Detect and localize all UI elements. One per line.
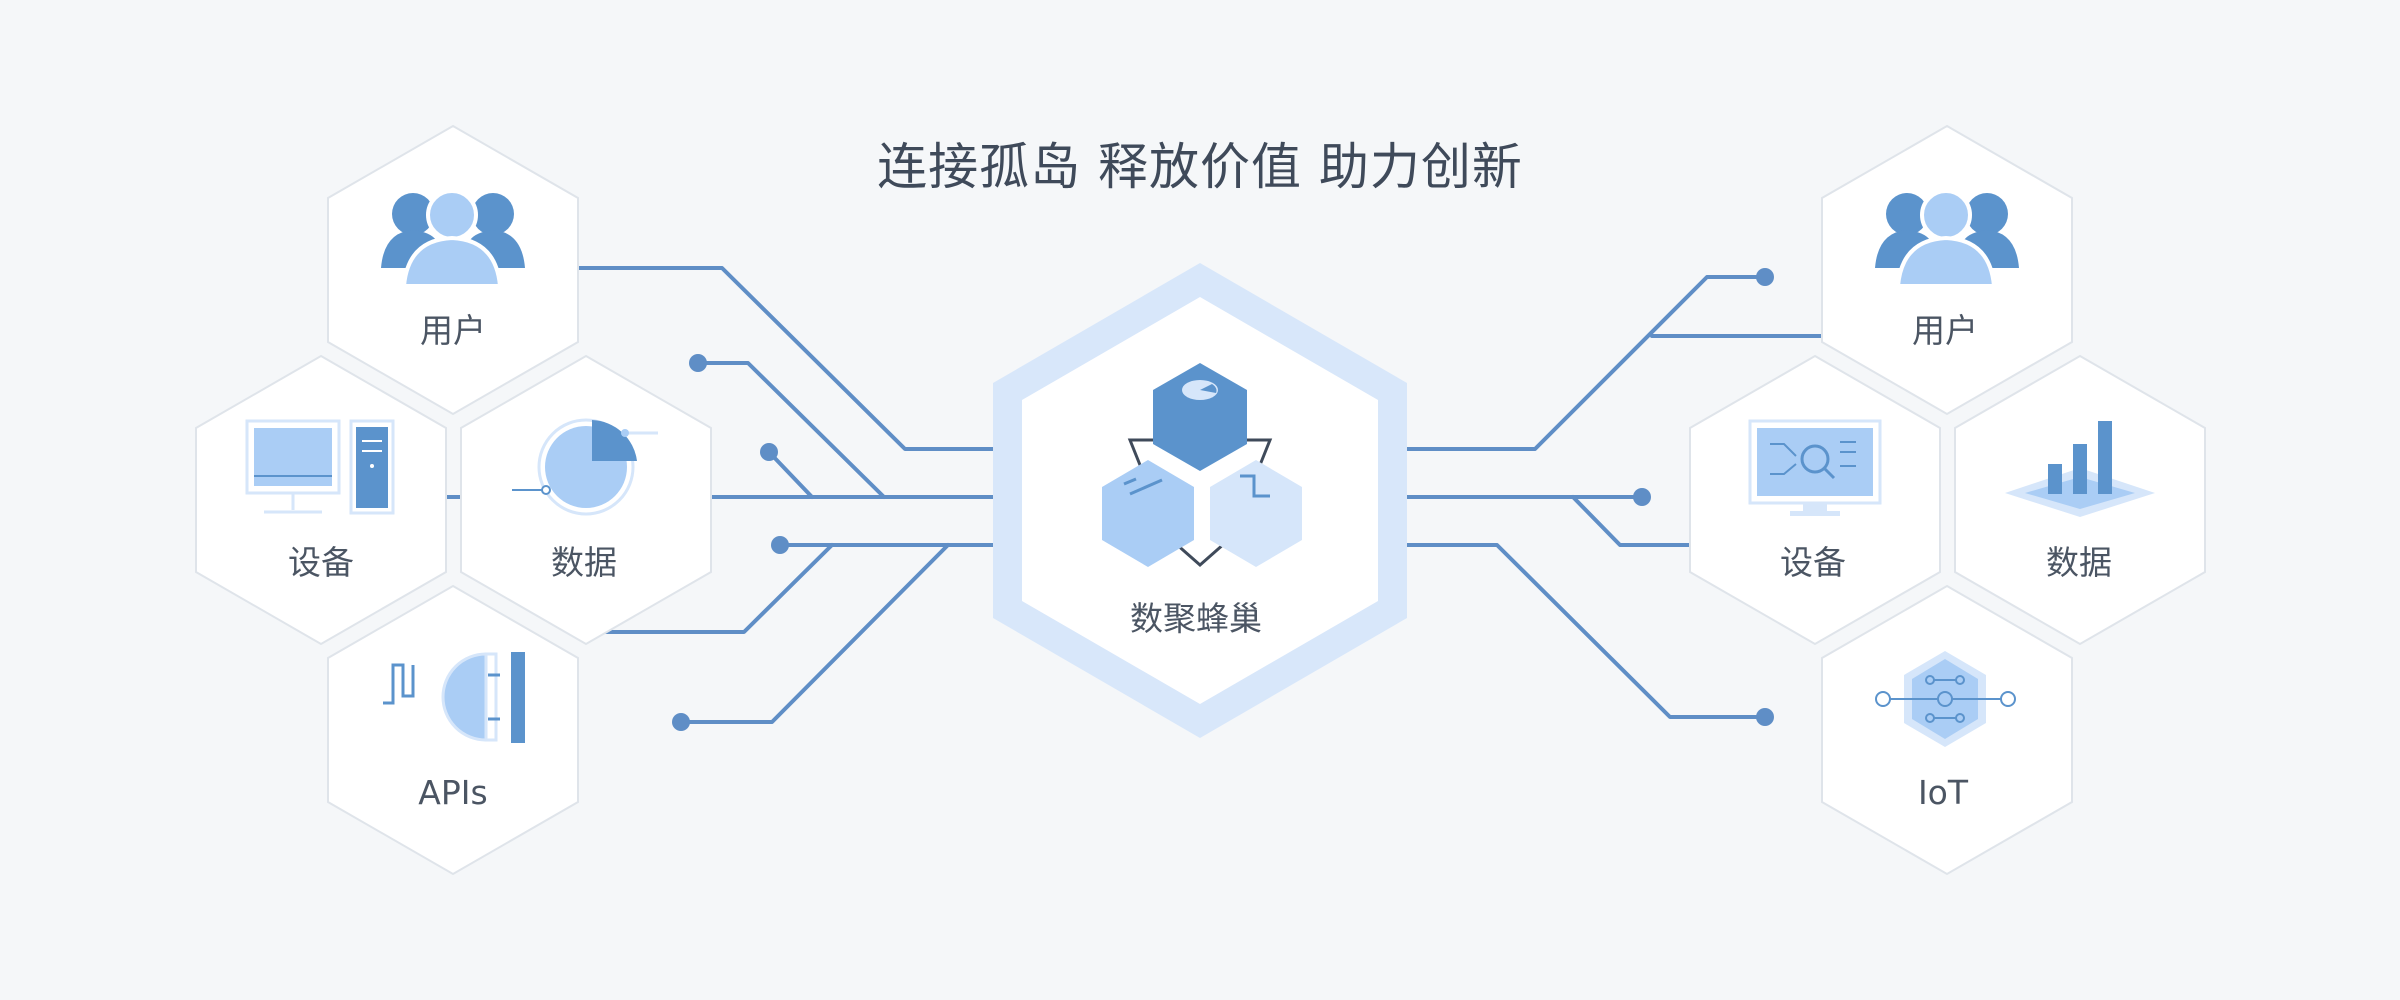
- node-label: 用户: [420, 311, 486, 350]
- pie-chart-icon: [512, 418, 658, 516]
- center-hub[interactable]: 数聚蜂巢: [993, 263, 1407, 738]
- left-node-apis[interactable]: APIs: [327, 584, 579, 876]
- api-plug-icon: [383, 652, 525, 743]
- page-title: 连接孤岛 释放价值 助力创新: [877, 138, 1523, 196]
- right-node-iot[interactable]: IoT: [1821, 584, 2073, 876]
- node-label: 设备: [288, 543, 354, 582]
- left-node-devices[interactable]: 设备: [195, 354, 447, 646]
- cube-cluster-icon: [1102, 363, 1302, 567]
- node-label: APIs: [418, 773, 487, 812]
- bar-chart-icon: [2005, 421, 2155, 517]
- users-icon: [381, 189, 525, 288]
- center-label: 数聚蜂巢: [1130, 599, 1262, 638]
- right-connection-lines: [1378, 268, 1824, 726]
- left-connection-lines: [428, 266, 1024, 731]
- right-node-devices[interactable]: 设备: [1689, 354, 1941, 646]
- devices-icon: [245, 419, 395, 515]
- node-label: 数据: [2046, 543, 2112, 582]
- right-node-users[interactable]: 用户: [1821, 124, 2073, 416]
- node-label: 用户: [1912, 311, 1978, 350]
- monitor-search-icon: [1748, 419, 1882, 516]
- iot-circuit-icon: [1875, 651, 2016, 747]
- users-icon: [1875, 189, 2019, 288]
- node-label: 数据: [551, 543, 617, 582]
- right-node-data[interactable]: 数据: [1954, 354, 2206, 646]
- left-node-users[interactable]: 用户: [327, 124, 579, 416]
- node-label: IoT: [1918, 773, 1969, 812]
- node-label: 设备: [1780, 543, 1846, 582]
- left-node-data[interactable]: 数据: [460, 354, 712, 646]
